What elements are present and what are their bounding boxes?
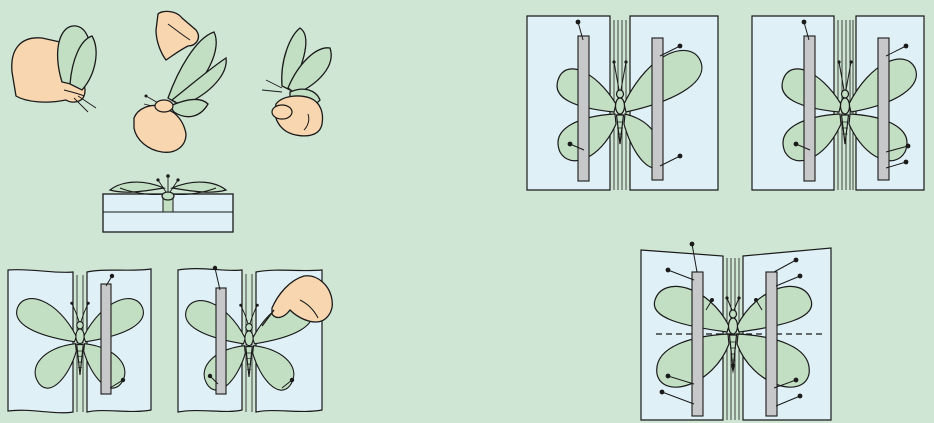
pin-icon xyxy=(775,393,803,407)
paper-strip-icon xyxy=(651,37,664,181)
pin-icon xyxy=(754,298,763,311)
pin-icon xyxy=(659,153,683,167)
pin-icon xyxy=(575,19,584,41)
step-spread-left-wings xyxy=(526,15,719,191)
butterfly-icon xyxy=(261,27,332,107)
pin-icon xyxy=(212,265,221,291)
step-spread-both-sides xyxy=(751,15,925,191)
hand-icon xyxy=(133,104,187,153)
paper-strip-icon xyxy=(100,283,112,395)
pin-icon xyxy=(659,389,695,405)
pin-icon xyxy=(281,377,295,389)
hand-icon xyxy=(271,275,333,323)
paper-strip-icon xyxy=(765,271,778,417)
pin-icon xyxy=(659,43,683,57)
pin-icon xyxy=(567,141,585,151)
step-hold-wings-closed xyxy=(11,25,97,113)
paper-strip-icon xyxy=(577,35,590,182)
pin-icon xyxy=(665,373,695,385)
step-pin-left-wings-with-strip xyxy=(7,268,152,414)
pin-icon xyxy=(793,141,811,151)
pin-icon xyxy=(885,43,909,57)
paper-strip-icon xyxy=(691,271,704,417)
pin-icon xyxy=(773,257,799,273)
step-position-wings-with-hand xyxy=(177,265,333,413)
butterfly-icon xyxy=(143,31,227,118)
pin-icon xyxy=(109,377,126,389)
step-pinch-thorax xyxy=(133,10,227,153)
paper-strip-icon xyxy=(803,35,816,182)
butterfly-icon xyxy=(108,174,228,201)
pin-icon xyxy=(105,273,115,287)
paper-strip-icon xyxy=(877,37,890,181)
step-hold-by-thorax xyxy=(261,27,332,137)
pin-icon xyxy=(773,377,799,389)
step-finished-spread-with-guide-line xyxy=(640,241,832,421)
step-pinned-on-board-side-view xyxy=(102,174,234,233)
pin-icon xyxy=(689,241,698,273)
pin-icon xyxy=(885,159,909,169)
pin-icon xyxy=(801,19,810,41)
pin-icon xyxy=(885,143,911,153)
hand-icon xyxy=(155,10,200,61)
paper-strip-icon xyxy=(215,287,227,395)
pin-icon xyxy=(665,267,695,281)
spreading-board-icon xyxy=(7,269,74,414)
pin-icon xyxy=(207,373,219,385)
pin-icon xyxy=(775,273,803,287)
pin-icon xyxy=(705,298,714,311)
butterfly-icon xyxy=(56,25,97,113)
